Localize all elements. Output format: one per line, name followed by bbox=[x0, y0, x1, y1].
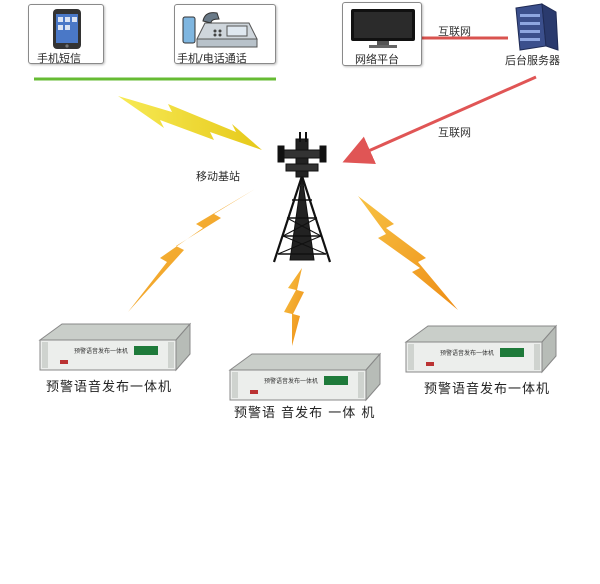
web-server-link-label: 互联网 bbox=[438, 25, 471, 38]
smartphone-icon bbox=[53, 9, 81, 49]
device-right-label: 预警语音发布一体机 bbox=[424, 382, 551, 397]
rack-device-icon bbox=[228, 352, 382, 402]
device-right-panel-text: 预警语音发布一体机 bbox=[440, 350, 495, 357]
yellow-bolt bbox=[118, 96, 262, 150]
device-center: 预警语音发布一体机 bbox=[226, 352, 386, 402]
rack-device-icon bbox=[404, 324, 558, 374]
mobile-sms-card: 手机短信 bbox=[28, 4, 104, 65]
bolt-center bbox=[284, 268, 304, 346]
device-center-label: 预警语 音发布 一体 机 bbox=[234, 406, 376, 421]
web-platform-label: 网络平台 bbox=[355, 53, 399, 66]
bolt-right bbox=[358, 196, 458, 310]
rack-device-icon bbox=[38, 322, 192, 372]
device-left: 预警语音发布一体机 bbox=[36, 322, 196, 372]
server-tower-arrow bbox=[342, 75, 537, 165]
device-left-label: 预警语音发布一体机 bbox=[46, 380, 173, 395]
phone-call-card: 手机/电话通话 bbox=[174, 4, 276, 65]
desk-phone-icon bbox=[182, 12, 258, 48]
device-right: 预警语音发布一体机 bbox=[402, 324, 562, 374]
cell-tower-icon bbox=[272, 132, 332, 263]
base-station-label: 移动基站 bbox=[196, 170, 240, 183]
server-icon bbox=[515, 3, 559, 51]
web-platform-card: 网络平台 bbox=[342, 2, 422, 66]
device-center-panel-text: 预警语音发布一体机 bbox=[264, 378, 319, 385]
mobile-sms-label: 手机短信 bbox=[37, 52, 81, 65]
server-tower-link-label: 互联网 bbox=[438, 126, 471, 139]
phone-call-label: 手机/电话通话 bbox=[177, 52, 247, 65]
backend-server-label: 后台服务器 bbox=[505, 54, 560, 67]
bolt-left bbox=[128, 189, 255, 312]
monitor-icon bbox=[351, 9, 415, 48]
device-left-panel-text: 预警语音发布一体机 bbox=[74, 348, 129, 355]
